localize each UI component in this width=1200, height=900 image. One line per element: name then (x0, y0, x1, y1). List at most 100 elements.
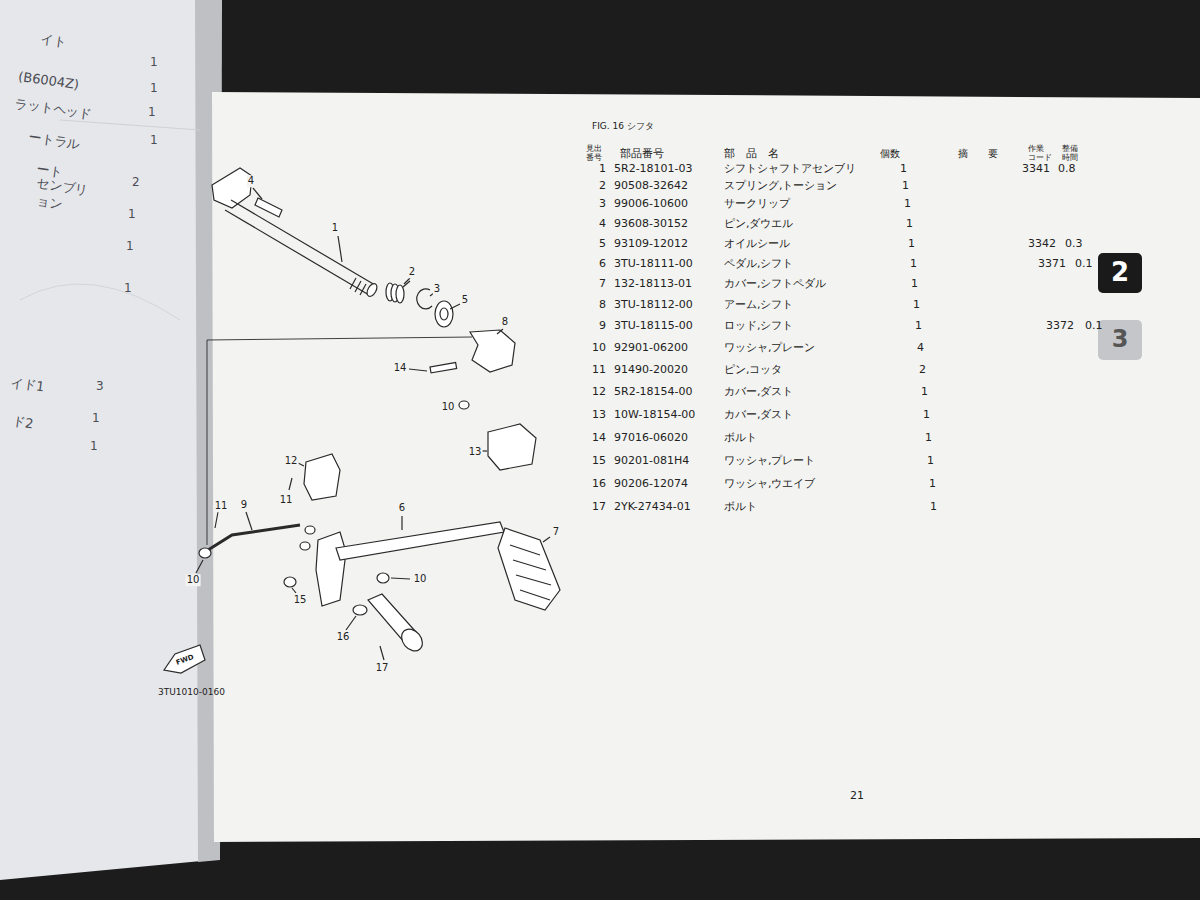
section-tab: 2 (1111, 258, 1129, 288)
part-number: 93109-12012 (614, 238, 688, 251)
item-number: 2 (586, 180, 606, 193)
work-code: 3371 (1038, 258, 1066, 271)
quantity: 1 (927, 455, 934, 468)
illustration-code: 3TU1010-0160 (158, 687, 225, 697)
callout-number: 10 (413, 573, 428, 585)
callout-number: 6 (398, 502, 406, 514)
item-number: 9 (586, 320, 606, 333)
part-name: ワッシャ,プレート (724, 455, 816, 468)
item-number: 3 (586, 198, 606, 211)
item-number: 16 (586, 478, 606, 491)
callout-number: 7 (552, 526, 560, 538)
work-code: 3372 (1046, 320, 1074, 333)
figure-title: FIG. 16 シフタ (592, 121, 654, 131)
item-number: 13 (586, 409, 606, 422)
item-number: 11 (586, 364, 606, 377)
item-number: 4 (586, 218, 606, 231)
part-number: 99006-10600 (614, 198, 688, 211)
item-number: 10 (586, 342, 606, 355)
part-number: 10W-18154-00 (614, 409, 695, 422)
quantity: 1 (923, 409, 930, 422)
part-number: 5R2-18154-00 (614, 386, 693, 399)
work-time: 0.3 (1065, 238, 1083, 251)
column-header: 個数 (880, 148, 900, 160)
quantity: 1 (915, 320, 922, 333)
column-header: 摘 要 (958, 148, 998, 160)
item-number: 6 (586, 258, 606, 271)
part-number: 92901-06200 (614, 342, 688, 355)
facing-page-quantity: 1 (148, 106, 156, 120)
item-number: 17 (586, 501, 606, 514)
part-name: ロッド,シフト (724, 320, 794, 333)
quantity: 1 (911, 278, 918, 291)
work-code: 3341 (1022, 163, 1050, 176)
part-name: アーム,シフト (724, 299, 794, 312)
facing-page-quantity: 1 (150, 56, 158, 70)
facing-page-text: ド2 (11, 415, 34, 433)
part-name: カバー,ダスト (724, 409, 794, 422)
facing-page-quantity: 1 (128, 208, 136, 222)
item-number: 8 (586, 299, 606, 312)
quantity: 1 (930, 501, 937, 514)
callout-number: 13 (468, 446, 483, 458)
facing-page-quantity: 1 (124, 282, 132, 296)
callout-number: 8 (501, 316, 509, 328)
column-header: 整備 時間 (1062, 144, 1082, 162)
callout-number: 14 (393, 362, 408, 374)
callout-number: 11 (279, 494, 294, 506)
part-name: ピン,コッタ (724, 364, 783, 377)
facing-page-quantity: 1 (92, 412, 100, 426)
part-number: 90201-081H4 (614, 455, 689, 468)
facing-page-quantity: 1 (150, 134, 158, 148)
part-number: 90508-32642 (614, 180, 688, 193)
facing-page-quantity: 1 (150, 82, 158, 96)
quantity: 1 (902, 180, 909, 193)
part-number: 3TU-18111-00 (614, 258, 693, 271)
callout-number: 11 (214, 500, 229, 512)
callout-number: 1 (331, 222, 339, 234)
column-header: 見出 番号 (586, 144, 606, 162)
quantity: 4 (917, 342, 924, 355)
quantity: 1 (904, 198, 911, 211)
part-name: ボルト (724, 432, 757, 445)
section-tab: 3 (1112, 326, 1129, 354)
column-header: 部品番号 (620, 148, 664, 161)
part-name: スプリング,トーション (724, 180, 838, 193)
callout-number: 10 (186, 574, 201, 586)
part-name: シフトシャフトアセンブリ (724, 163, 856, 176)
column-header: 作業 コード (1028, 144, 1054, 162)
item-number: 12 (586, 386, 606, 399)
work-time: 0.1 (1085, 320, 1103, 333)
part-number: 93608-30152 (614, 218, 688, 231)
item-number: 1 (586, 163, 606, 176)
quantity: 1 (921, 386, 928, 399)
part-name: カバー,シフトペダル (724, 278, 827, 291)
part-name: カバー,ダスト (724, 386, 794, 399)
item-number: 14 (586, 432, 606, 445)
callout-number: 9 (240, 499, 248, 511)
callout-number: 17 (375, 662, 390, 674)
work-code: 3342 (1028, 238, 1056, 251)
part-name: ワッシャ,ウエイブ (724, 478, 816, 491)
quantity: 1 (910, 258, 917, 271)
facing-page-quantity: 1 (126, 240, 134, 254)
work-time: 0.8 (1058, 163, 1076, 176)
callout-number: 12 (284, 455, 299, 467)
work-time: 0.1 (1075, 258, 1093, 271)
quantity: 1 (906, 218, 913, 231)
column-header: 部 品 名 (724, 148, 779, 161)
callout-number: 5 (461, 294, 469, 306)
callout-number: 10 (441, 401, 456, 413)
item-number: 15 (586, 455, 606, 468)
part-number: 3TU-18112-00 (614, 299, 693, 312)
part-name: ペダル,シフト (724, 258, 794, 271)
callout-number: 16 (336, 631, 351, 643)
part-name: ワッシャ,プレーン (724, 342, 816, 355)
part-number: 97016-06020 (614, 432, 688, 445)
part-name: ボルト (724, 501, 757, 514)
item-number: 7 (586, 278, 606, 291)
item-number: 5 (586, 238, 606, 251)
part-name: ピン,ダウエル (724, 218, 794, 231)
facing-page-quantity: 2 (132, 176, 140, 190)
